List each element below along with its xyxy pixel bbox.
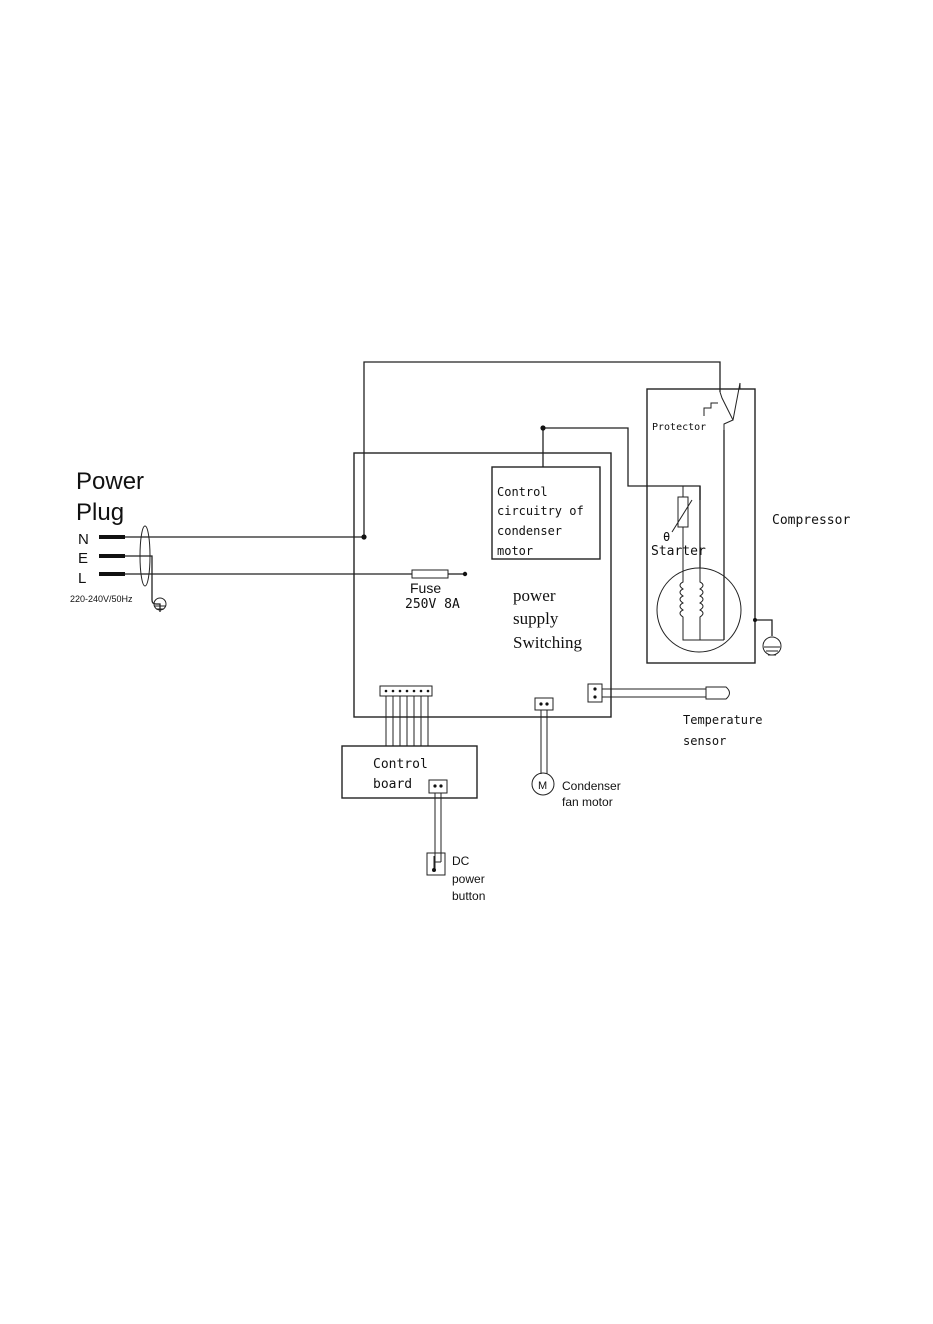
dc-power-button: DC power button <box>427 853 485 903</box>
fuse-label: Fuse <box>410 580 441 596</box>
compressor-motor <box>657 568 741 652</box>
main-board <box>354 453 611 717</box>
junction-dot <box>753 618 757 622</box>
power-supply-line1: power <box>513 586 556 605</box>
starter-ptc: θ Starter <box>651 486 706 570</box>
pin-e-label: E <box>78 550 88 567</box>
compressor-label: Compressor <box>772 513 850 528</box>
control-board-line1: Control <box>373 757 428 772</box>
power-plug-title-line1: Power <box>76 468 144 495</box>
condenser-fan-line2: fan motor <box>562 795 613 809</box>
protector: Protector <box>652 383 740 433</box>
power-supply-line2: supply <box>513 609 559 628</box>
temperature-sensor-line2: sensor <box>683 734 726 748</box>
compressor-earth-wire <box>755 620 772 636</box>
dc-button-line3: button <box>452 889 485 903</box>
condenser-control-line2: circuitry of <box>497 504 584 518</box>
junction-dot <box>540 425 545 430</box>
plug-rating: 220-240V/50Hz <box>70 594 133 604</box>
power-supply-line3: Switching <box>513 633 582 652</box>
fuse: Fuse 250V 8A <box>405 570 467 612</box>
power-plug-title-line2: Plug <box>76 499 124 526</box>
condenser-fan-connector <box>535 698 553 774</box>
ribbon-connector <box>380 686 432 746</box>
dc-button-line2: power <box>452 872 485 886</box>
protector-label: Protector <box>652 422 706 433</box>
power-plug: Power Plug N E L 220-240V/50Hz <box>70 468 150 604</box>
dc-button-connector <box>429 780 447 870</box>
pin-e <box>99 554 125 558</box>
temperature-sensor: Temperature sensor <box>588 684 762 748</box>
condenser-control-line3: condenser <box>497 524 562 538</box>
pin-l-label: L <box>78 570 86 587</box>
control-board-line2: board <box>373 777 412 792</box>
condenser-control-line1: Control <box>497 485 548 499</box>
temperature-sensor-line1: Temperature <box>683 713 762 727</box>
condenser-fan-line1: Condenser <box>562 779 621 793</box>
pin-n <box>99 535 125 539</box>
pin-n-label: N <box>78 531 89 548</box>
junction-dot <box>361 534 366 539</box>
condenser-control-line4: motor <box>497 544 533 558</box>
control-to-starter-wire <box>543 428 700 500</box>
fan-motor-symbol: M <box>538 780 547 792</box>
dc-button-line1: DC <box>452 854 470 868</box>
starter-label: Starter <box>651 544 706 559</box>
pin-l <box>99 572 125 576</box>
compressor-ground-icon <box>763 637 781 655</box>
condenser-fan-motor: M Condenser fan motor <box>532 773 621 809</box>
fuse-rating: 250V 8A <box>405 597 460 612</box>
theta-label: θ <box>663 530 670 544</box>
